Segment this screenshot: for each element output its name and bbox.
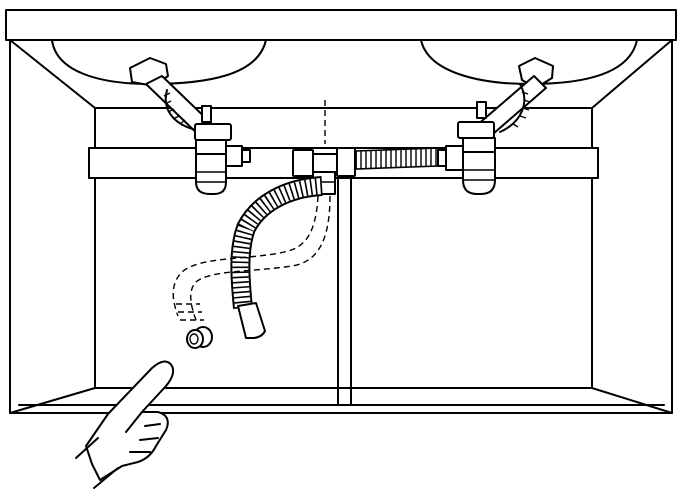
countertop (5, 9, 677, 41)
flexible-drain-hose (230, 176, 323, 339)
alternative-hose-route (172, 195, 331, 321)
left-siphon-trap (129, 57, 251, 195)
t-connector (292, 100, 356, 195)
wall-drain-socket (186, 326, 213, 349)
cabinet-divider-panel (337, 177, 352, 405)
right-siphon-trap (437, 57, 554, 195)
pointing-hand-icon (75, 360, 175, 489)
cabinet (9, 39, 673, 414)
flexible-connecting-hose (355, 147, 439, 170)
